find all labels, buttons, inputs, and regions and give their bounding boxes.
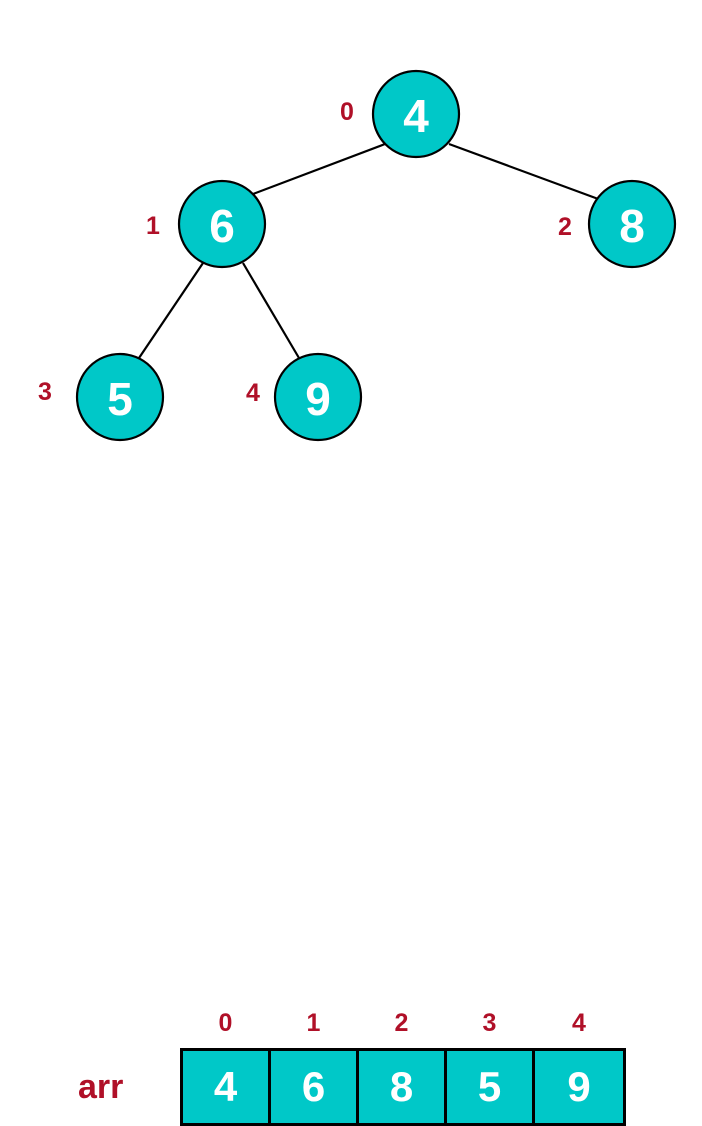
array-value-1: 6 (301, 1063, 326, 1110)
tree-node-4[interactable]: 9 4 (246, 352, 363, 442)
tree-edge-1-3 (138, 262, 204, 359)
tree-edge-0-1 (252, 142, 386, 196)
array-cell-2[interactable]: 2 8 (359, 1009, 447, 1123)
tree-node-0-value: 4 (403, 90, 429, 142)
array-figure: arr 0 4 1 6 2 8 3 5 4 9 (0, 505, 702, 1126)
tree-node-1-index: 1 (146, 212, 160, 240)
tree-edge-1-4 (242, 262, 300, 359)
array-cells-container: 0 4 1 6 2 8 3 5 4 9 (180, 1009, 626, 1126)
array-cell-1[interactable]: 1 6 (271, 1009, 359, 1123)
array-index-1: 1 (306, 1009, 321, 1037)
array-index-3: 3 (482, 1009, 497, 1037)
array-index-0: 0 (218, 1009, 233, 1037)
tree-node-4-index: 4 (246, 379, 260, 407)
tree-node-0-circle (371, 69, 461, 159)
tree-node-3-circle (75, 352, 165, 442)
tree-node-2-value: 8 (619, 200, 645, 252)
tree-node-1[interactable]: 6 1 (146, 179, 267, 269)
tree-node-1-circle (177, 179, 267, 269)
tree-edge-0-2 (448, 142, 602, 202)
array-cell-3[interactable]: 3 5 (447, 1009, 535, 1123)
tree-node-0[interactable]: 4 0 (340, 69, 461, 159)
tree-edges (138, 142, 602, 359)
array-cell-4[interactable]: 4 9 (535, 1009, 623, 1123)
array-value-0: 4 (213, 1063, 238, 1110)
array-cell-0[interactable]: 0 4 (183, 1009, 271, 1123)
array-index-4: 4 (572, 1009, 586, 1037)
tree-node-1-value: 6 (209, 200, 235, 252)
tree-node-3-index: 3 (38, 378, 52, 406)
array-name-label: arr (78, 1068, 124, 1106)
array-value-4: 9 (567, 1063, 591, 1110)
array-index-2: 2 (394, 1009, 409, 1037)
binary-tree-figure: 4 0 6 1 8 2 5 3 9 4 (38, 69, 677, 442)
tree-node-4-value: 9 (305, 373, 331, 425)
tree-node-4-circle (273, 352, 363, 442)
tree-node-0-index: 0 (340, 98, 354, 126)
tree-node-2-index: 2 (558, 213, 572, 241)
diagram-canvas: 4 0 6 1 8 2 5 3 9 4 arr (0, 69, 702, 1126)
tree-node-3-value: 5 (107, 373, 133, 425)
tree-node-3[interactable]: 5 3 (38, 352, 165, 442)
tree-node-2-circle (587, 179, 677, 269)
array-value-3: 5 (477, 1063, 502, 1110)
tree-node-2[interactable]: 8 2 (558, 179, 677, 269)
array-value-2: 8 (389, 1063, 414, 1110)
